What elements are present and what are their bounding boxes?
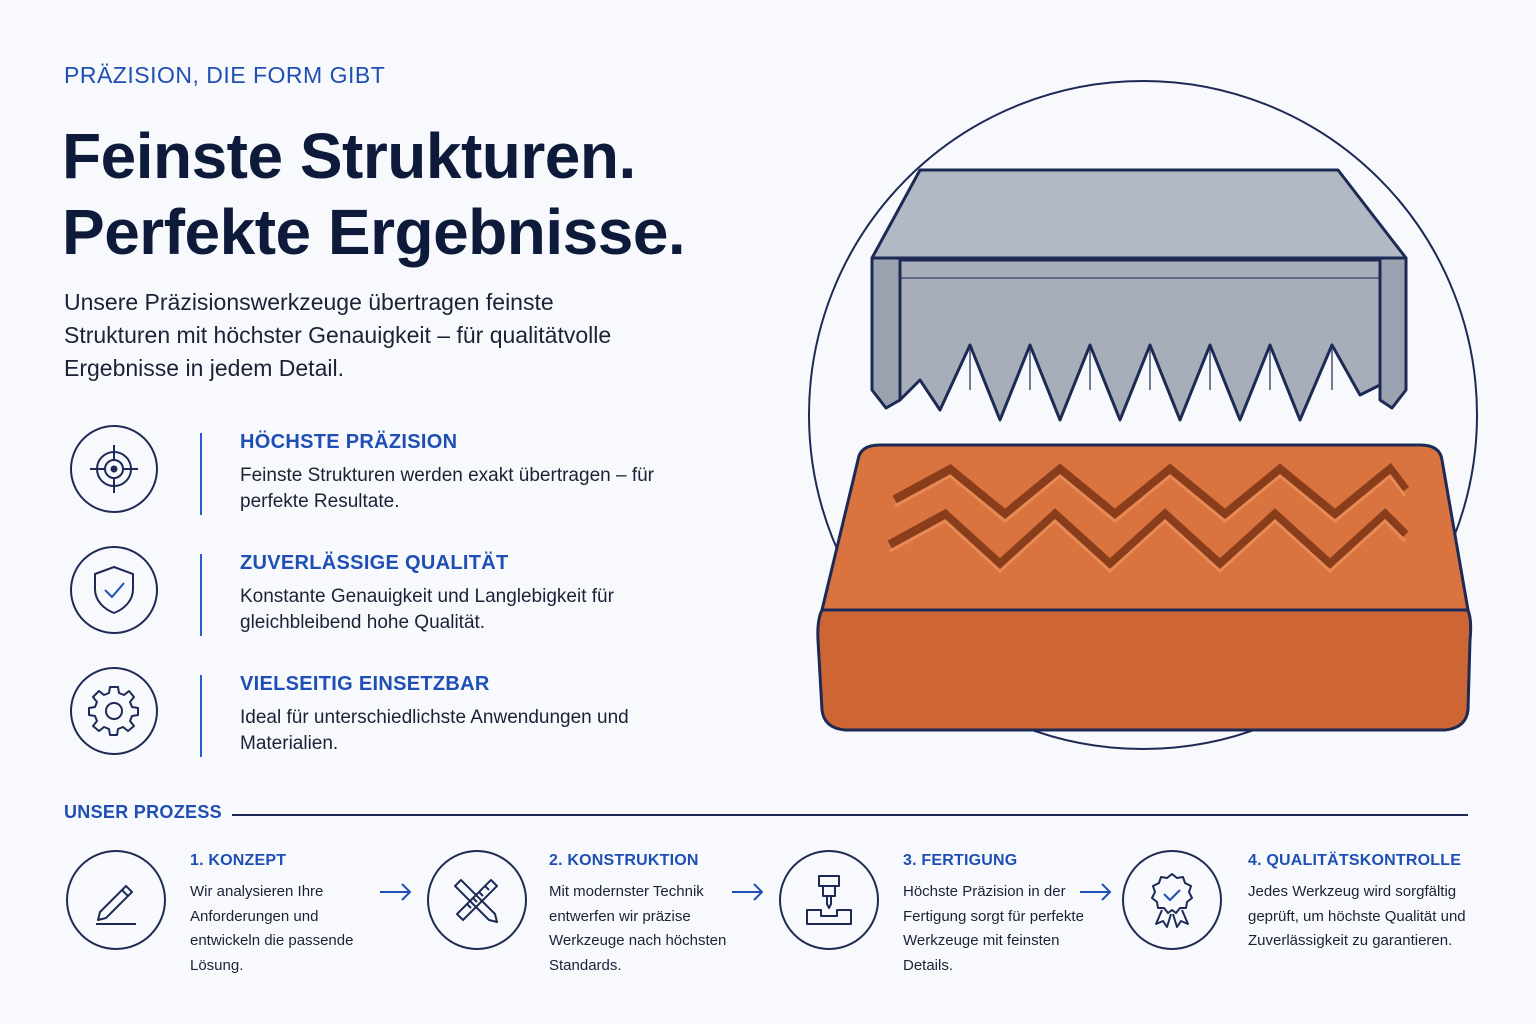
step-text: Jedes Werkzeug wird sorgfältig geprüft, … bbox=[1248, 883, 1466, 949]
step-title: 3. FERTIGUNG bbox=[903, 852, 1018, 869]
brick-imprint-2 bbox=[887, 508, 1409, 572]
eyebrow: PRÄZISION, DIE FORM GIBT bbox=[64, 62, 386, 88]
feature-precision: HÖCHSTE PRÄZISION Feinste Strukturen wer… bbox=[70, 425, 670, 517]
step-text: Höchste Präzision in der Fertigung sorgt… bbox=[903, 883, 1084, 974]
feature-text: Ideal für unterschiedlichste Anwendungen… bbox=[240, 707, 629, 754]
stamp-illustration bbox=[800, 40, 1500, 765]
headline-line-1: Feinste Strukturen. bbox=[62, 120, 636, 192]
feature-text: Konstante Genauigkeit und Langlebigkeit … bbox=[240, 586, 614, 633]
feature-title: ZUVERLÄSSIGE QUALITÄT bbox=[240, 552, 509, 574]
feature-title: VIELSEITIG EINSETZBAR bbox=[240, 673, 490, 695]
feature-text: Feinste Strukturen werden exakt übertrag… bbox=[240, 465, 655, 512]
pencil-icon bbox=[66, 850, 166, 950]
shield-check-icon bbox=[70, 546, 158, 634]
feature-divider bbox=[200, 554, 202, 636]
feature-title: HÖCHSTE PRÄZISION bbox=[240, 431, 458, 453]
feature-divider bbox=[200, 675, 202, 757]
ruler-pencil-icon bbox=[427, 850, 527, 950]
feature-versatile: VIELSEITIG EINSETZBAR Ideal für untersch… bbox=[70, 667, 670, 759]
clay-brick-front bbox=[816, 608, 1473, 732]
arrow-right-icon bbox=[732, 883, 764, 901]
step-title: 1. KONZEPT bbox=[190, 852, 287, 869]
process-divider bbox=[232, 814, 1468, 816]
intro-text: Unsere Präzisionswerkzeuge übertragen fe… bbox=[64, 289, 612, 381]
step-text: Mit modernster Technik entwerfen wir prä… bbox=[549, 883, 727, 974]
headline-line-2: Perfekte Ergebnisse. bbox=[62, 196, 686, 268]
gear-icon bbox=[70, 667, 158, 755]
feature-quality: ZUVERLÄSSIGE QUALITÄT Konstante Genauigk… bbox=[70, 546, 670, 638]
brick-imprint-1 bbox=[892, 462, 1409, 522]
arrow-right-icon bbox=[380, 883, 412, 901]
process-label: UNSER PROZESS bbox=[64, 802, 222, 822]
step-title: 2. KONSTRUKTION bbox=[549, 852, 699, 869]
step-title: 4. QUALITÄTSKONTROLLE bbox=[1248, 852, 1462, 869]
milling-machine-icon bbox=[779, 850, 879, 950]
step-text: Wir analysieren Ihre Anforderungen und e… bbox=[190, 883, 354, 974]
feature-divider bbox=[200, 433, 202, 515]
quality-badge-icon bbox=[1122, 850, 1222, 950]
arrow-right-icon bbox=[1080, 883, 1112, 901]
tool-top bbox=[870, 168, 1408, 260]
crosshair-icon bbox=[70, 425, 158, 513]
page-title: Feinste Strukturen. Perfekte Ergebnisse. bbox=[62, 118, 686, 270]
